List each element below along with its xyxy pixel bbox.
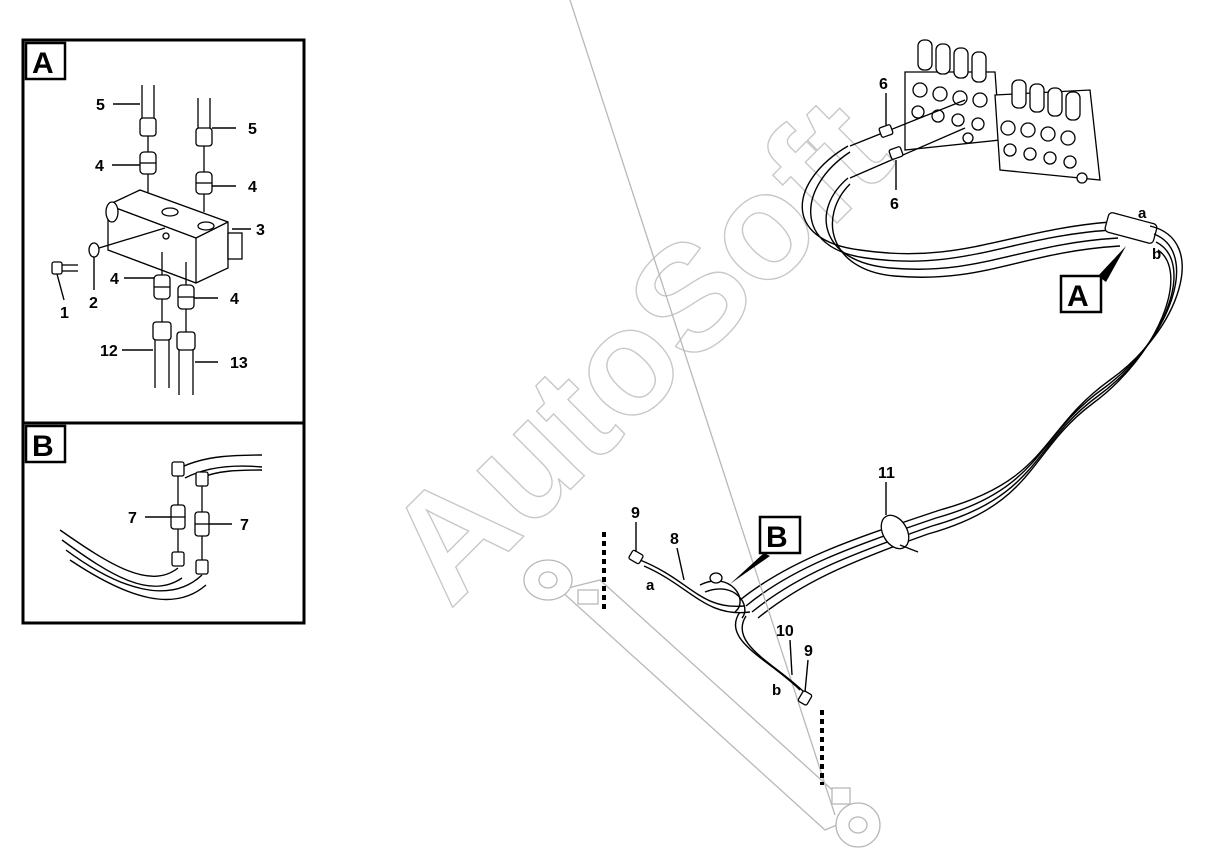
adapter-6-lower	[888, 146, 904, 160]
hose-end-b-top: b	[1152, 246, 1161, 263]
svg-text:B: B	[766, 521, 788, 554]
callout-4-bottom-left: 4	[110, 271, 119, 288]
callout-1: 1	[60, 305, 69, 322]
callout-3: 3	[256, 222, 265, 239]
callout-5-right: 5	[248, 121, 257, 138]
callout-4-top-left: 4	[95, 158, 104, 175]
hose-12	[152, 321, 172, 388]
callout-6-lower: 6	[890, 196, 899, 213]
callout-6-upper: 6	[879, 76, 888, 93]
hose-end-b-bottom: b	[772, 682, 781, 699]
detail-a-title-box	[24, 41, 67, 81]
adapter-6-upper	[878, 124, 894, 138]
hose-end-a-bottom: a	[646, 577, 655, 594]
callout-11: 11	[878, 465, 895, 482]
callout-9-bottom: 9	[804, 643, 813, 660]
washer-2	[88, 242, 100, 258]
callout-4-top-right: 4	[248, 179, 257, 196]
control-valve-bank	[904, 39, 1101, 184]
hose-13	[176, 331, 196, 395]
callout-7-left: 7	[128, 510, 137, 527]
callout-4-bottom-right: 4	[230, 291, 239, 308]
detail-b-title: B	[32, 430, 54, 463]
callout-5-left: 5	[96, 97, 105, 114]
valve-block-3	[105, 189, 243, 284]
view-ref-b: B	[730, 515, 802, 584]
main-assembly-view: A B 6 6 9 8 10 9 11 a b a b	[523, 0, 1183, 848]
detail-b-title-box	[24, 424, 67, 464]
detail-a-title: A	[32, 47, 54, 80]
adapter-9-top	[628, 549, 644, 565]
callout-9-top: 9	[631, 505, 640, 522]
detail-view-b: B 7 7	[21, 421, 306, 625]
fitting-a-block	[1104, 212, 1158, 244]
view-ref-a: A	[1059, 246, 1126, 314]
callout-13: 13	[230, 355, 248, 372]
callout-8: 8	[670, 531, 679, 548]
svg-text:A: A	[1067, 280, 1089, 313]
hose-clamp-11	[880, 514, 910, 550]
callout-7-right: 7	[240, 517, 249, 534]
hose-end-a-top: a	[1138, 205, 1147, 222]
adapter-9-bottom	[797, 690, 813, 706]
callout-10: 10	[776, 623, 794, 640]
hydraulic-cylinder	[523, 0, 881, 848]
callout-2: 2	[89, 295, 98, 312]
callout-12: 12	[100, 343, 118, 360]
detail-view-a: A	[21, 38, 306, 425]
